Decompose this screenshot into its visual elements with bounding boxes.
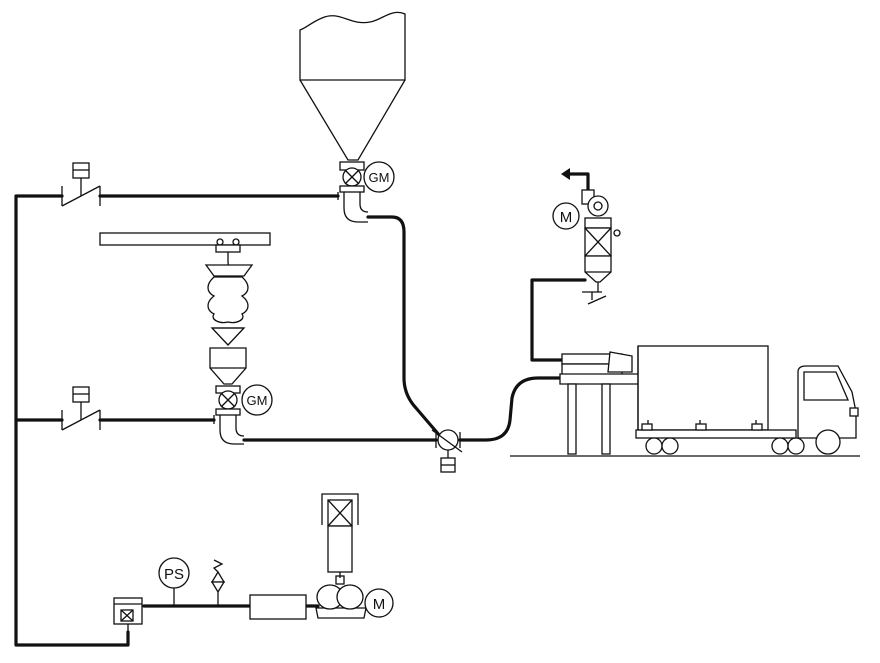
pressure-switch [158, 557, 190, 606]
silo-feed-elbow [343, 192, 369, 223]
exhaust-arrow-icon [561, 168, 570, 180]
truck-icon [635, 345, 859, 455]
safety-valve-icon [210, 559, 226, 606]
check-valve-icon [61, 162, 101, 207]
exhaust-outlet-pipe [566, 172, 590, 192]
hopper-feed-elbow [219, 415, 245, 445]
bulk-bag [207, 276, 249, 324]
hopper-valve-drive [241, 384, 273, 416]
blower-motor-label: M [373, 596, 386, 613]
blower-motor [364, 588, 394, 618]
roots-blower-icon [315, 575, 367, 619]
pressure-switch-label: PS [164, 566, 184, 583]
check-valve-icon [61, 386, 101, 431]
silencer-icon [249, 594, 307, 620]
bulk-bag-frame [204, 264, 254, 277]
silo-valve-drive [363, 161, 395, 193]
hopper-valve-drive-label: GM [247, 393, 268, 408]
air-header-pipe [14, 194, 130, 647]
intake-silencer-icon [321, 493, 359, 578]
conveying-line-to-truck-pipe [458, 376, 562, 442]
filter-fan-motor [552, 202, 580, 230]
diverter-valve-icon [431, 429, 463, 473]
filter-icon [582, 217, 621, 305]
filter-fan-motor-label: M [560, 209, 573, 226]
bag-outlet [210, 327, 246, 346]
crane-rail [99, 232, 271, 246]
vent-line-pipe [530, 278, 587, 362]
silo-body [299, 11, 406, 81]
conveying-line-silo-pipe [366, 215, 442, 438]
loading-spout [559, 351, 656, 455]
silo-cone [299, 79, 406, 161]
rotary-valve-icon [113, 597, 143, 632]
silo-valve-drive-label: GM [369, 170, 390, 185]
rotary-valve-icon [339, 161, 365, 193]
rotary-valve-icon [215, 385, 241, 416]
exhaust-fan-icon [581, 189, 609, 217]
receiving-hopper [209, 347, 247, 385]
